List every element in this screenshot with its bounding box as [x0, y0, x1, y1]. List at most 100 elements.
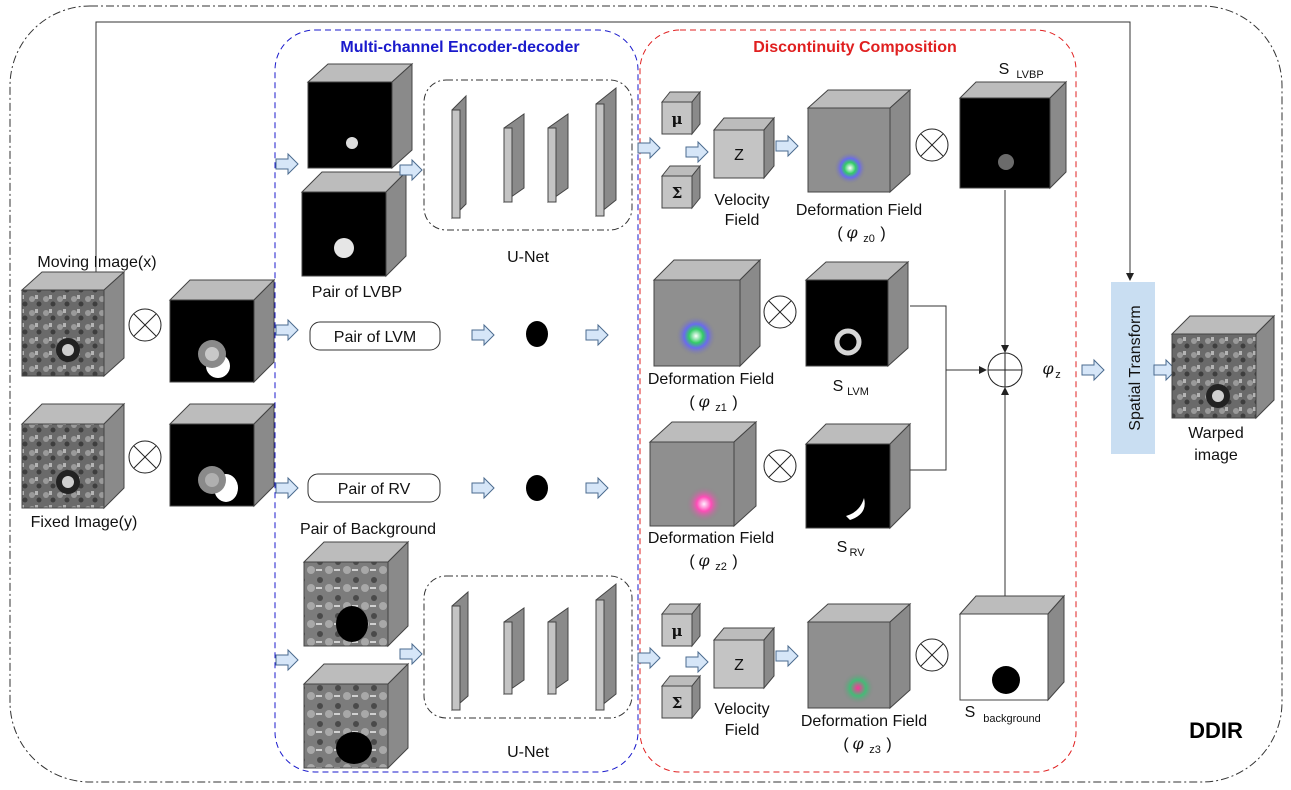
unet-top-layers [451, 86, 617, 220]
z-cube-bottom [712, 626, 776, 690]
fixed-mask-cube [168, 402, 276, 508]
ddir-title: DDIR [1189, 718, 1243, 743]
arrow-unet-bottom-to-latent [637, 647, 661, 669]
z-label-top: Z [734, 147, 744, 164]
z-cube-top [712, 116, 776, 180]
rv-ellipsis-dot [526, 475, 548, 501]
deformation-z1-phi: φ [698, 392, 710, 411]
pair-lvm-label: Pair of LVM [334, 329, 416, 346]
s-lvbp-sub: LVBP [1016, 69, 1043, 81]
arrow-latent-to-z-bottom [685, 651, 709, 673]
outer-frame [9, 5, 1283, 783]
phi-z-sub: z [1055, 369, 1061, 381]
deformation-field-z2-cube [648, 420, 758, 528]
deformation-z1-label: Deformation Field [648, 371, 774, 388]
spatial-transform-block [1111, 282, 1155, 454]
moving-image-cube [20, 270, 126, 378]
otimes-z2 [763, 449, 797, 483]
deformation-z3-close-paren: ) [886, 736, 891, 753]
deformation-z3-phi: φ [852, 734, 864, 753]
z-label-bottom: Z [734, 657, 744, 674]
deformation-z0-sub: z0 [863, 233, 875, 245]
deformation-field-z3-cube [806, 602, 912, 710]
s-lvm-sub: LVM [847, 386, 869, 398]
arrow-rv-1 [471, 477, 495, 499]
deformation-z0-phi: φ [846, 223, 858, 242]
otimes-z0 [915, 128, 949, 162]
unet-top-label: U-Net [507, 249, 549, 266]
s-rv-main: S [837, 539, 848, 556]
encoder-panel [274, 29, 639, 773]
fixed-image-cube [20, 402, 126, 510]
lvbp-pair-cube-2 [300, 170, 408, 278]
deformation-z3-sub: z3 [869, 744, 881, 756]
segment-lvm-cube [804, 260, 910, 368]
segment-rv-cube [804, 422, 912, 530]
deformation-z2-phi: φ [698, 551, 710, 570]
otimes-z3 [915, 638, 949, 672]
arrow-background-to-unet [399, 643, 423, 665]
otimes-z1 [763, 295, 797, 329]
lvm-ellipsis-dot [526, 321, 548, 347]
fixed-otimes-operator [128, 440, 162, 474]
deformation-z0-label: Deformation Field [796, 202, 922, 219]
arrow-into-lvm [275, 319, 299, 341]
deformation-z0-open-paren: ( [837, 225, 843, 242]
arrow-into-lvbp [275, 153, 299, 175]
oplus-sum-operator [987, 352, 1023, 388]
sigma-label-bottom: Σ [672, 694, 683, 712]
background-pair-cube-2 [302, 662, 410, 770]
deformation-field-z1-cube [652, 258, 762, 368]
moving-mask-cube [168, 278, 276, 384]
deformation-z2-label: Deformation Field [648, 530, 774, 547]
spatial-transform-label: Spatial Transform [1127, 305, 1144, 430]
pair-rv-label: Pair of RV [338, 481, 411, 498]
deformation-z3-open-paren: ( [843, 736, 849, 753]
arrow-into-background [275, 649, 299, 671]
mu-label-bottom: μ [672, 622, 683, 640]
fixed-image-label: Fixed Image(y) [31, 514, 138, 531]
skip-connection-line [95, 21, 1134, 281]
pair-background-label: Pair of Background [300, 521, 436, 538]
moving-image-label: Moving Image(x) [37, 254, 156, 271]
segment-background-cube [958, 594, 1066, 702]
unet-top-box [423, 79, 633, 231]
sigma-cube-top [660, 164, 702, 210]
arrow-rv-2 [585, 477, 609, 499]
arrow-z-to-field-z0 [775, 135, 799, 157]
pair-lvm-box [309, 321, 441, 351]
warped-label-line1: Warped [1188, 425, 1243, 442]
warped-image-cube [1170, 314, 1276, 420]
arrow-lvm-1 [471, 324, 495, 346]
encoder-title: Multi-channel Encoder-decoder [340, 39, 579, 56]
arrow-sum-to-spatial-transform [1081, 359, 1105, 381]
mu-cube-top [660, 90, 702, 136]
sigma-cube-bottom [660, 674, 702, 720]
s-lvbp-main: S [999, 61, 1010, 78]
deformation-field-z0-cube [806, 88, 912, 194]
segment-lvbp-cube [958, 80, 1068, 190]
pair-rv-box [307, 473, 441, 503]
line-lvm-to-sum [910, 305, 987, 374]
background-pair-cube-1 [302, 540, 410, 648]
s-background-main: S [965, 704, 976, 721]
velocity-bottom-line1: Velocity [714, 701, 769, 718]
deformation-z2-sub: z2 [715, 561, 727, 573]
deformation-z2-open-paren: ( [689, 553, 695, 570]
unet-bottom-layers [451, 582, 617, 712]
line-rv-to-sum [910, 370, 947, 471]
s-background-sub: background [983, 713, 1041, 725]
deformation-z3-label: Deformation Field [801, 713, 927, 730]
velocity-bottom-line2: Field [725, 722, 760, 739]
mu-cube-bottom [660, 602, 702, 648]
arrow-into-rv [275, 477, 299, 499]
deformation-z2-close-paren: ) [732, 553, 737, 570]
unet-bottom-box [423, 575, 633, 719]
s-lvm-main: S [833, 378, 844, 395]
velocity-top-line1: Velocity [714, 192, 769, 209]
arrow-z-to-field-z3 [775, 645, 799, 667]
phi-z-symbol: φ [1042, 359, 1054, 378]
lvbp-pair-cube-1 [306, 62, 414, 170]
arrow-latent-to-z-top [685, 141, 709, 163]
